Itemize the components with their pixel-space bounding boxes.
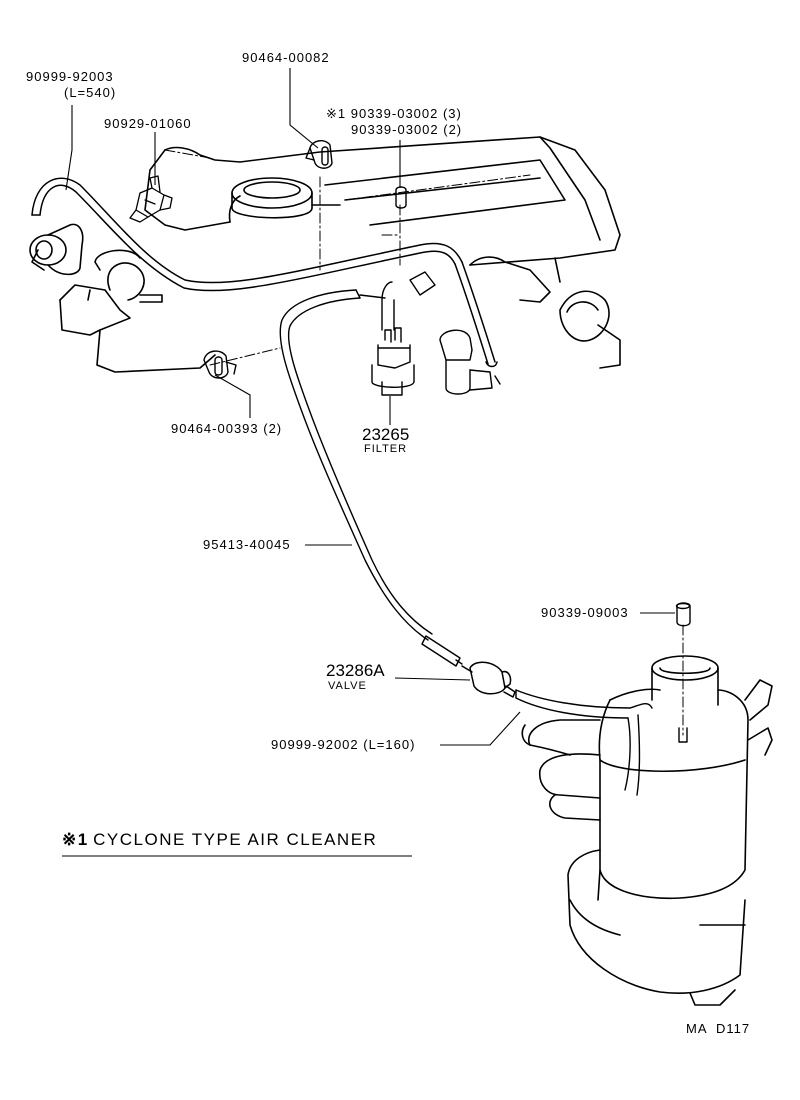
clamp-top: [305, 140, 333, 169]
hose-short-part-label: 90999-92002 (L=160): [271, 737, 416, 752]
engine-cover: [29, 136, 621, 373]
middle-hose: [279, 289, 463, 667]
valve-name-label: VALVE: [328, 680, 367, 692]
hose-long-length-label: (L=540): [64, 85, 117, 100]
filter-part: [371, 281, 415, 396]
vsv-part-label: 90929-01060: [104, 116, 192, 131]
footnote-mark: ※1: [62, 830, 89, 849]
plug-small: [395, 186, 407, 209]
long-hose: [31, 177, 498, 368]
vacuum-fitting: [409, 271, 501, 395]
valve-part: [461, 661, 516, 698]
air-cleaner: [521, 655, 773, 1006]
clamp-top-part-label: 90464-00082: [242, 50, 330, 65]
cap-part: [675, 602, 691, 743]
hose-mid-part-label: 95413-40045: [203, 537, 291, 552]
clamp-left: [203, 350, 237, 379]
cap-part-label: 90339-09003: [541, 605, 629, 620]
footnote: ※1 CYCLONE TYPE AIR CLEANER: [62, 830, 378, 850]
diagram-code: MA D117: [686, 1021, 751, 1036]
filter-name-label: FILTER: [364, 443, 408, 455]
filter-part-label: 23265: [362, 425, 410, 444]
short-hose: [515, 689, 653, 796]
plug-part-label: 90339-03002 (2): [351, 122, 463, 137]
plug-note-part-label: ※1 90339-03002 (3): [326, 106, 462, 121]
hose-long-part-label: 90999-92003: [26, 69, 114, 84]
valve-part-label: 23286A: [326, 661, 385, 680]
footnote-text: CYCLONE TYPE AIR CLEANER: [93, 830, 378, 849]
clamp-left-part-label: 90464-00393 (2): [171, 421, 283, 436]
vsv-part: [129, 175, 173, 223]
